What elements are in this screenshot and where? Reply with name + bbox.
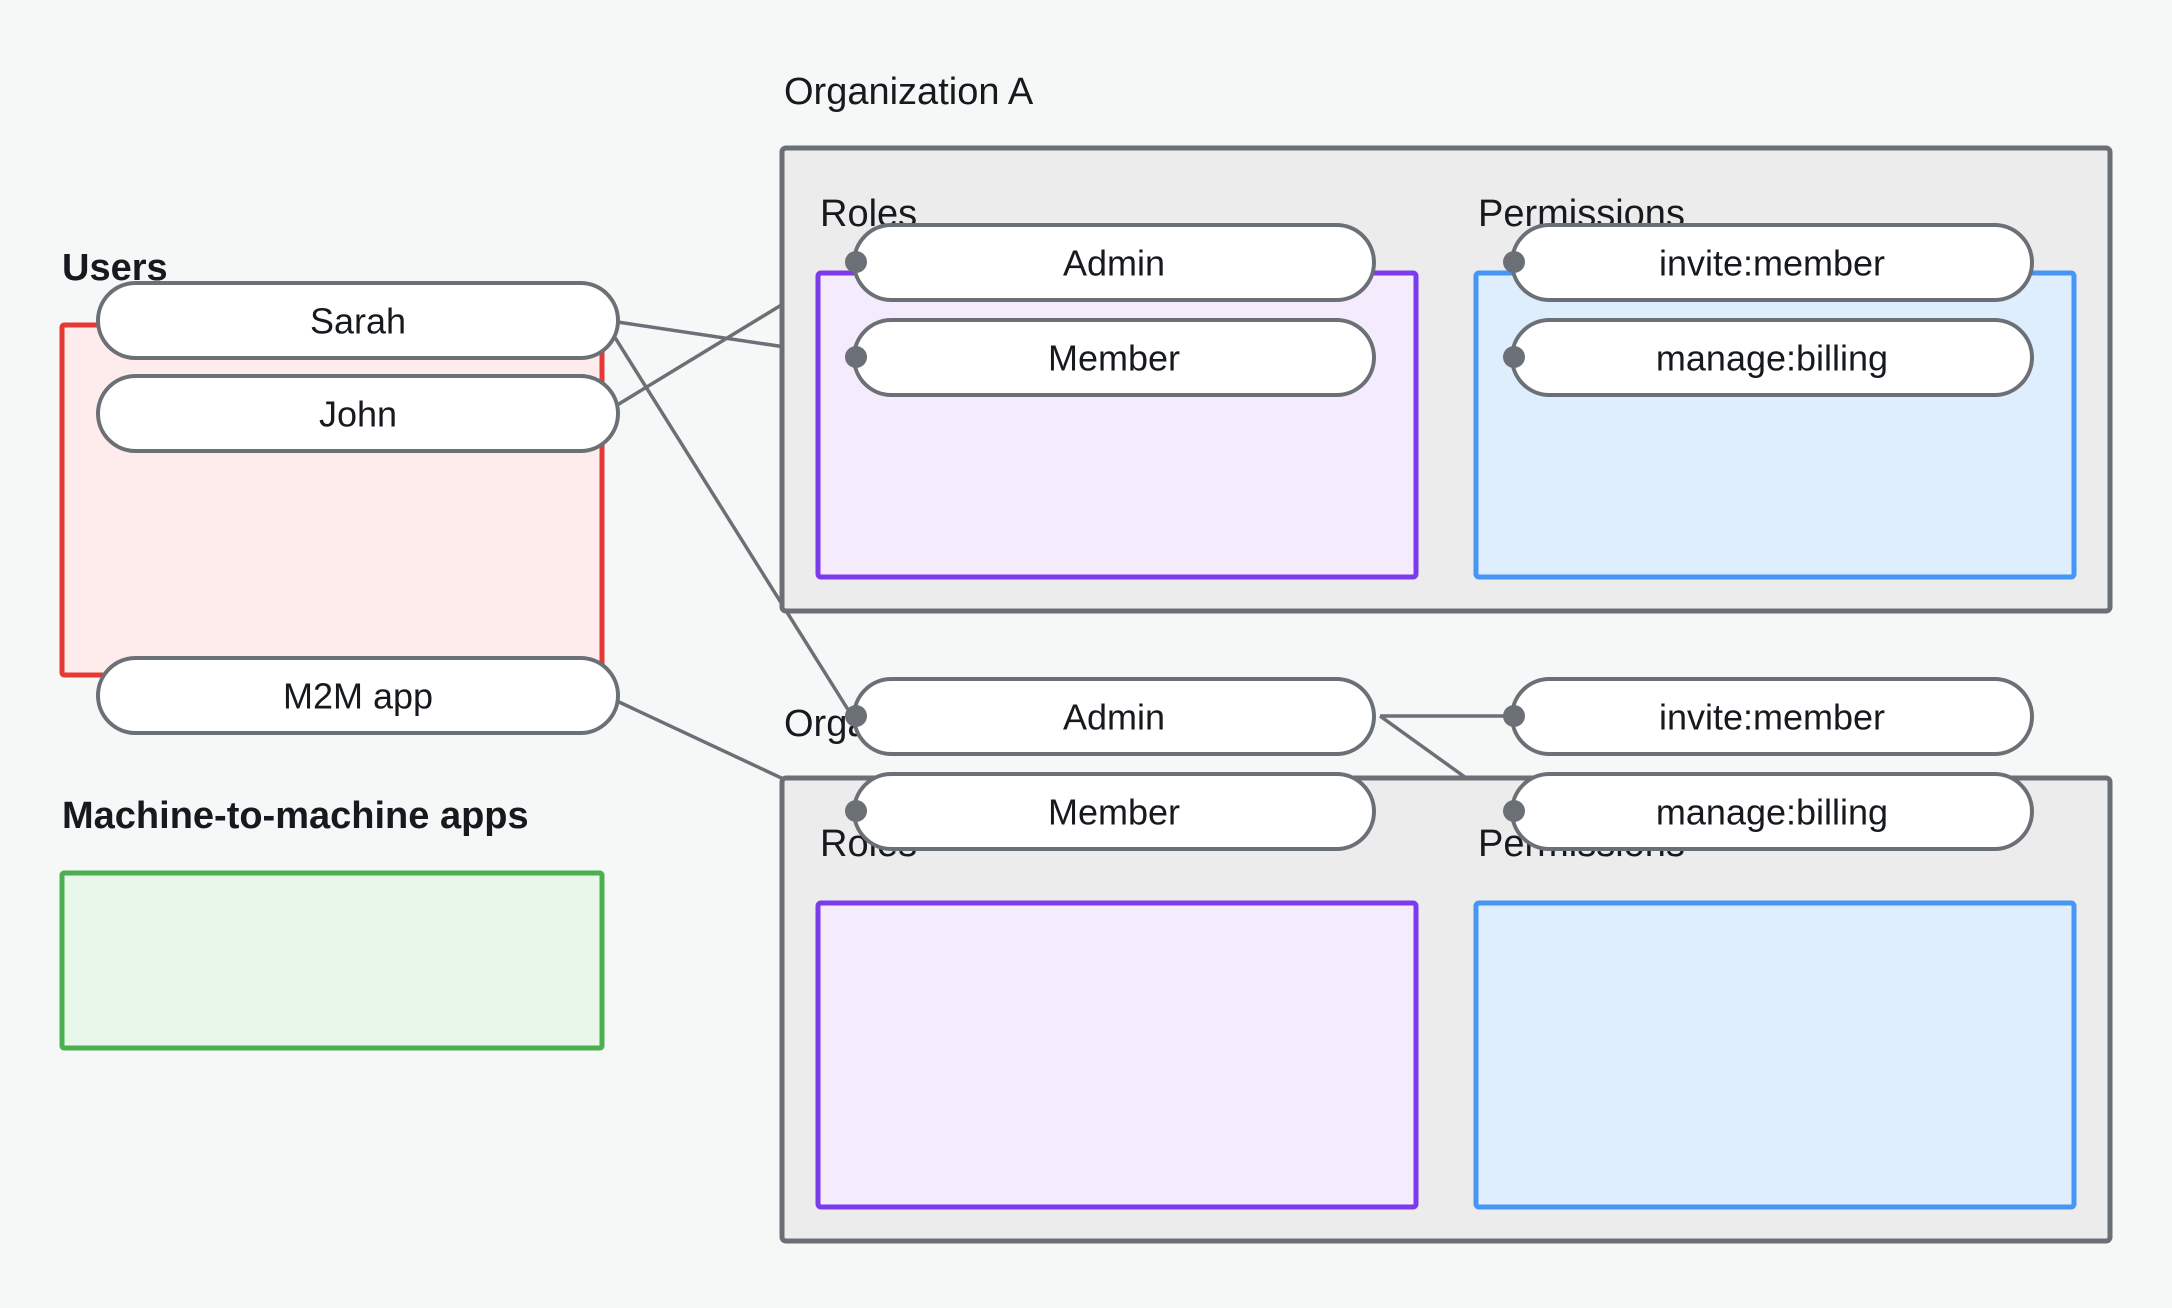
node-john-label: John (319, 394, 397, 435)
node-m2m-app-label: M2M app (283, 676, 433, 717)
node-john-shape[interactable] (96, 374, 620, 453)
endpoint-dot-org-a-admin-in (845, 251, 867, 273)
node-org-b-invite-member-label: invite:member (1659, 697, 1885, 738)
node-org-b-manage-billing[interactable]: manage:billing (1510, 772, 2034, 851)
m2m-container (59, 870, 605, 1051)
node-sarah[interactable]: Sarah (96, 281, 620, 360)
m2m-group: Machine-to-machine apps M2M app (59, 656, 620, 1051)
organization-b-roles-container (815, 900, 1419, 1210)
node-org-a-invite-member-label: invite:member (1659, 243, 1885, 284)
node-org-a-admin-label: Admin (1063, 243, 1165, 284)
node-org-b-member[interactable]: Member (852, 772, 1376, 851)
organization-a: Organization A Roles Admin Member Permis… (779, 71, 2113, 614)
node-m2m-app-shape[interactable] (96, 656, 620, 735)
node-org-b-member-label: Member (1048, 792, 1180, 833)
node-org-a-member[interactable]: Member (852, 318, 1376, 397)
endpoint-dot-org-a-member-in (845, 346, 867, 368)
m2m-group-title: Machine-to-machine apps (62, 795, 529, 837)
node-sarah-shape[interactable] (96, 281, 620, 360)
node-org-a-manage-billing-label: manage:billing (1656, 338, 1888, 379)
node-org-a-invite-member[interactable]: invite:member (1510, 223, 2034, 302)
node-org-b-invite-member[interactable]: invite:member (1510, 677, 2034, 756)
node-org-a-manage-billing[interactable]: manage:billing (1510, 318, 2034, 397)
node-org-b-admin-label: Admin (1063, 697, 1165, 738)
endpoint-dot-org-a-invite-member-in (1503, 251, 1525, 273)
users-group: Users Sarah John (59, 247, 620, 678)
node-john[interactable]: John (96, 374, 620, 453)
endpoint-dot-org-b-manage-billing-in (1503, 800, 1525, 822)
edge-endpoints-layer (845, 251, 1525, 822)
node-org-b-manage-billing-label: manage:billing (1656, 792, 1888, 833)
endpoint-dot-org-b-invite-member-in (1503, 705, 1525, 727)
node-org-a-member-label: Member (1048, 338, 1180, 379)
organization-a-title: Organization A (784, 71, 1034, 113)
endpoint-dot-org-b-member-in (845, 800, 867, 822)
node-m2m-app[interactable]: M2M app (96, 656, 620, 735)
organization-b-permissions-container (1473, 900, 2077, 1210)
node-org-a-admin[interactable]: Admin (852, 223, 1376, 302)
node-org-b-admin[interactable]: Admin (852, 677, 1376, 756)
node-sarah-label: Sarah (310, 301, 406, 342)
endpoint-dot-org-b-admin-in (845, 705, 867, 727)
organization-b: Organization B Roles Admin Member Permis… (779, 677, 2113, 1244)
endpoint-dot-org-a-manage-billing-in (1503, 346, 1525, 368)
